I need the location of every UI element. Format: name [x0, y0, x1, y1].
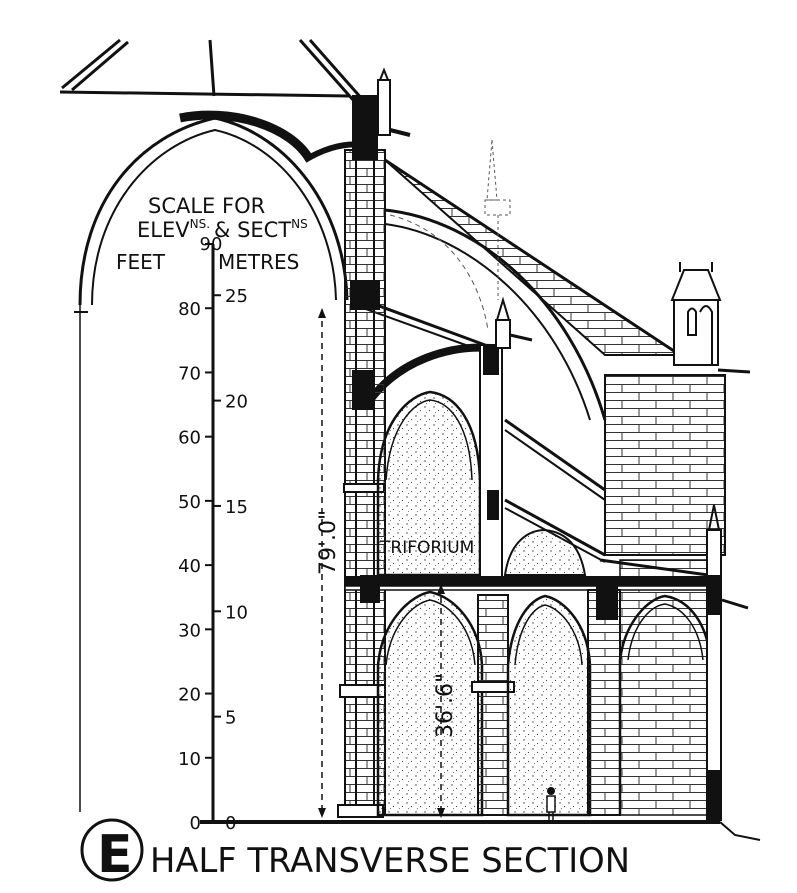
arcade-arches: [360, 504, 749, 821]
arcade-beam: [344, 576, 721, 591]
metre-tick-label: 25: [225, 286, 248, 307]
feet-tick-label: 30: [178, 620, 201, 641]
aisle-roof-and-buttress: [384, 158, 726, 816]
metre-tick-label: 10: [225, 602, 248, 623]
scale-title-line2: ELEVNS.& SECTNS: [137, 217, 308, 242]
ground-line: [200, 820, 761, 841]
dimension-79ft: 79'.0": [316, 308, 341, 818]
height-total-label: 79'.0": [316, 510, 341, 575]
feet-label: FEET: [116, 250, 166, 274]
metre-tick-label: 0: [225, 813, 236, 834]
scale-title-line1: SCALE FOR: [148, 194, 265, 218]
human-scale-figure: [546, 787, 556, 824]
metre-tick-label: 15: [225, 497, 248, 518]
feet-tick-label: 60: [178, 428, 201, 449]
metres-label: METRES: [218, 250, 299, 274]
feet-tick-label: 20: [178, 685, 201, 706]
distant-spire: [389, 139, 511, 331]
caption: E HALF TRANSVERSE SECTION: [80, 818, 630, 885]
triforium-label: TRIFORIUM: [379, 538, 474, 558]
metre-ticks: 0 5 10 15 20 25: [213, 286, 248, 834]
metre-tick-label: 5: [225, 708, 236, 729]
feet-tick-label: 0: [190, 813, 201, 834]
roof-timbers: [59, 38, 372, 111]
caption-letter: E: [97, 825, 133, 885]
feet-tick-label: 50: [178, 492, 201, 513]
feet-tick-label: 80: [178, 299, 201, 320]
feet-ticks: 0 10 20 30 40 50 60 70 80 90: [178, 234, 222, 834]
caption-title: HALF TRANSVERSE SECTION: [150, 841, 630, 881]
scale-bar: SCALE FOR ELEVNS.& SECTNS FEET METRES 0 1…: [116, 194, 308, 834]
feet-tick-label: 10: [178, 749, 201, 770]
metre-tick-label: 20: [225, 392, 248, 413]
height-arcade-label: 36'.6": [433, 673, 458, 738]
buttress-pinnacle: [670, 262, 751, 374]
nave-vault-arch: [74, 110, 349, 812]
caption-letter-circle: [80, 818, 144, 882]
triforium-arches: [376, 296, 587, 581]
feet-tick-label: 40: [178, 556, 201, 577]
feet-tick-label: 70: [178, 363, 201, 384]
feet-tick-label: 90: [200, 234, 223, 255]
dimension-36ft: 36'.6": [433, 584, 458, 818]
